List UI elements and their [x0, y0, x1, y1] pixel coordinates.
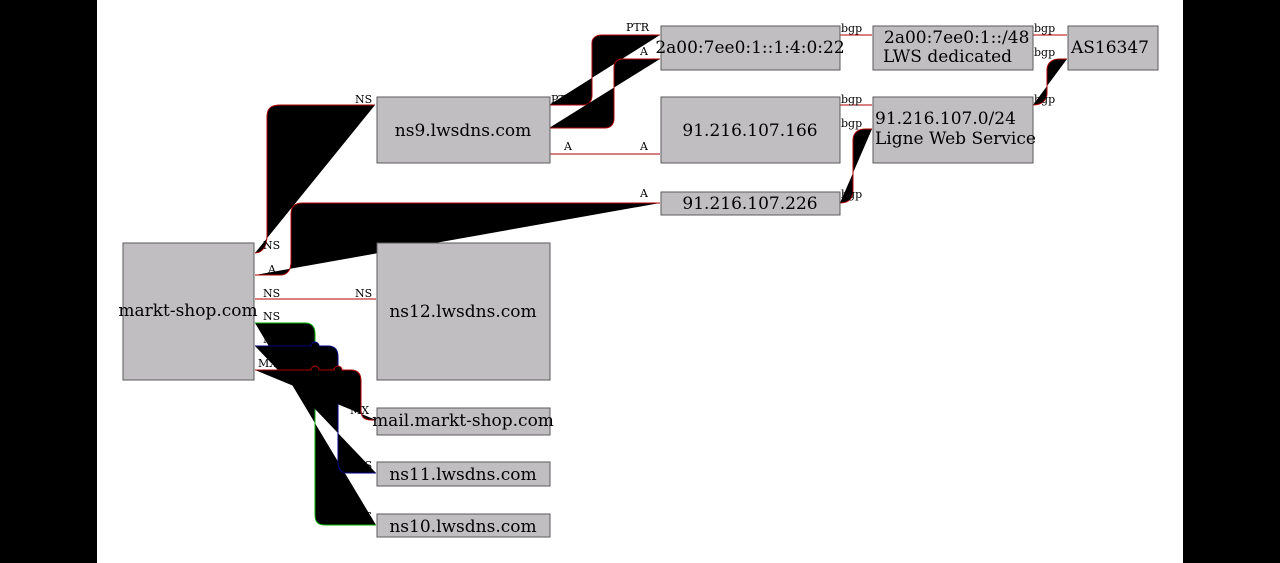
- node-label: 91.216.107.226: [682, 194, 817, 214]
- node-label: mail.markt-shop.com: [372, 411, 554, 431]
- label-ns-ns9-dst: NS: [355, 93, 372, 106]
- edge-labels: NS NS A A NS NS NS NS NS NS MX MX PTR PT…: [258, 21, 1055, 523]
- label-ns-ns11-dst: NS: [355, 459, 372, 472]
- node-label-line1: 91.216.107.0/24: [875, 109, 1016, 129]
- node-ip-166[interactable]: 91.216.107.166: [660, 96, 841, 164]
- label-ns-ns10-dst: NS: [355, 510, 372, 523]
- node-ipv6-addr[interactable]: 2a00:7ee0:1::1:4:0:22: [655, 25, 845, 71]
- node-label: ns9.lwsdns.com: [395, 121, 531, 141]
- edge-prefix4-to-as: [1032, 58, 1067, 106]
- node-prefix-v4[interactable]: 91.216.107.0/24 Ligne Web Service: [872, 96, 1036, 164]
- label-bgp-5: bgp: [1034, 93, 1055, 106]
- node-label-line2: Ligne Web Service: [875, 129, 1036, 149]
- label-ns-ns12-dst: NS: [355, 287, 372, 300]
- edge-ns9-to-ipv6-ptr: [549, 34, 660, 106]
- label-ptr-dst: PTR: [626, 21, 650, 34]
- label-bgp-7: bgp: [841, 188, 862, 201]
- label-ns-ns12-src: NS: [263, 287, 280, 300]
- dns-graph: NS NS A A NS NS NS NS NS NS MX MX PTR PT…: [118, 21, 1159, 538]
- node-label-line1: 2a00:7ee0:1::/48: [884, 28, 1029, 48]
- node-ip-226[interactable]: 91.216.107.226: [660, 191, 841, 216]
- label-ns-ns11-src: NS: [263, 333, 280, 346]
- node-mail[interactable]: mail.markt-shop.com: [372, 407, 554, 436]
- label-mx-src: MX: [258, 357, 277, 370]
- node-label: ns11.lwsdns.com: [389, 465, 536, 485]
- node-label: 91.216.107.166: [682, 121, 817, 141]
- node-ipv6-prefix[interactable]: 2a00:7ee0:1::/48 LWS dedicated: [872, 25, 1034, 71]
- node-label: markt-shop.com: [118, 301, 257, 321]
- label-a-ip226-dst: A: [639, 187, 649, 200]
- edge-markt-to-ip226: [255, 202, 660, 276]
- edge-ns9-to-ipv6-a: [549, 58, 660, 129]
- label-a-ipv6-src: A: [563, 116, 573, 129]
- edges: [254, 34, 1067, 526]
- node-label: ns10.lwsdns.com: [389, 517, 536, 537]
- dns-graph-canvas: NS NS A A NS NS NS NS NS NS MX MX PTR PT…: [97, 0, 1183, 563]
- edge-ip226-to-prefix4: [839, 128, 872, 204]
- label-bgp-2: bgp: [1034, 22, 1055, 35]
- node-label-line2: LWS dedicated: [883, 47, 1012, 67]
- node-ns12[interactable]: ns12.lwsdns.com: [376, 242, 551, 381]
- label-ns-ns10-src: NS: [263, 310, 280, 323]
- label-a-ipv6-dst: A: [639, 45, 649, 58]
- node-label: AS16347: [1070, 38, 1149, 58]
- node-ns10[interactable]: ns10.lwsdns.com: [376, 513, 551, 538]
- node-asn[interactable]: AS16347: [1067, 25, 1159, 71]
- label-mx-dst: MX: [350, 404, 369, 417]
- node-label: ns12.lwsdns.com: [389, 302, 536, 322]
- node-ns11[interactable]: ns11.lwsdns.com: [376, 461, 551, 487]
- label-bgp-1: bgp: [841, 22, 862, 35]
- label-bgp-6: bgp: [841, 117, 862, 130]
- node-label: 2a00:7ee0:1::1:4:0:22: [655, 38, 844, 58]
- label-a-ip166-dst: A: [639, 140, 649, 153]
- label-ptr-src: PTR: [551, 93, 575, 106]
- label-bgp-3: bgp: [1034, 46, 1055, 59]
- edge-markt-to-ns9: [254, 104, 375, 254]
- label-a-ip226-src: A: [267, 263, 277, 276]
- node-ns9[interactable]: ns9.lwsdns.com: [376, 96, 551, 164]
- label-ns-ns9-src: NS: [263, 239, 280, 252]
- label-bgp-4: bgp: [841, 93, 862, 106]
- label-a-ip166-src: A: [563, 140, 573, 153]
- edge-markt-to-mail: [255, 365, 376, 421]
- node-markt-shop[interactable]: markt-shop.com: [118, 242, 258, 381]
